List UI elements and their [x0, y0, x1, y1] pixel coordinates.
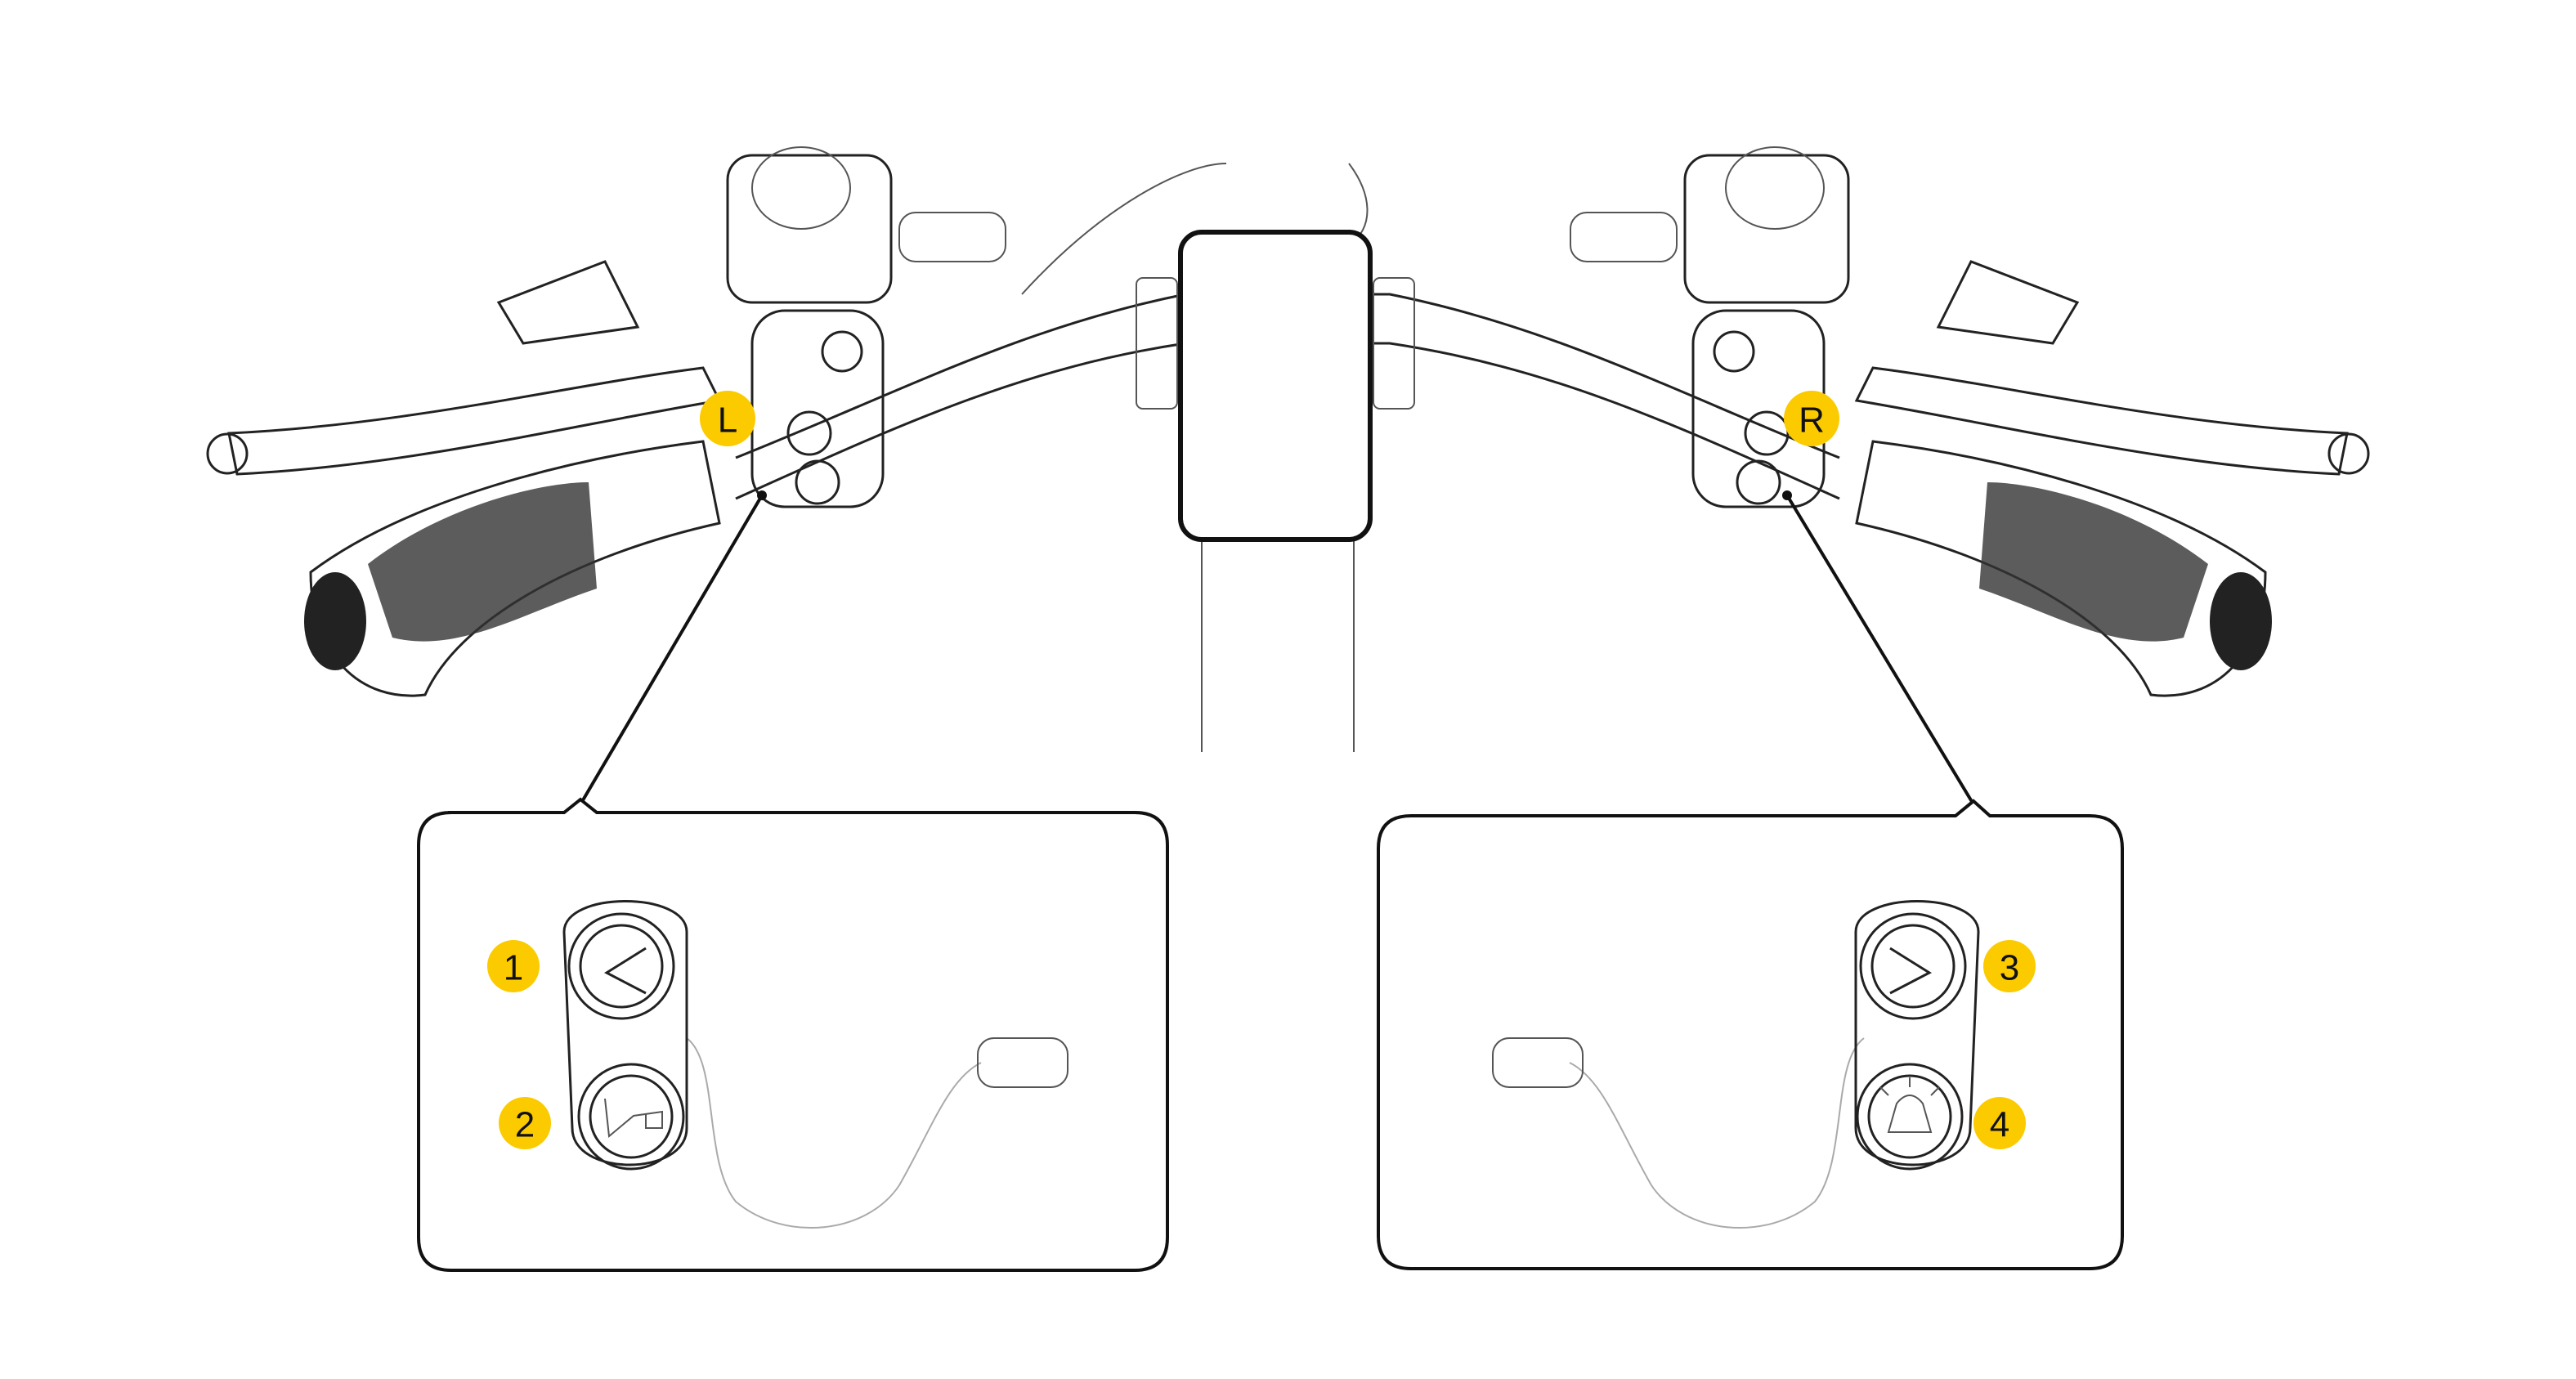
right-detail-panel: 3 4: [1377, 799, 2124, 1270]
horn-icon: [604, 1098, 663, 1138]
headlight-button: [1856, 1063, 1964, 1171]
headlight-badge: 4: [1973, 1097, 2026, 1149]
left-turn-number: 1: [504, 948, 523, 988]
right-arrow-icon: [1889, 947, 1933, 995]
display: [1136, 230, 1415, 542]
right-side-label: R: [1799, 401, 1825, 441]
right-leader-line: [1782, 490, 1975, 806]
left-side-badge: L: [700, 391, 755, 446]
left-turn-badge: 1: [487, 940, 540, 992]
left-turn-button: [567, 912, 675, 1020]
right-side-badge: R: [1784, 391, 1839, 446]
left-leader-line: [579, 490, 767, 806]
left-arrow-icon: [603, 947, 647, 995]
right-turn-button: [1859, 912, 1967, 1020]
headlight-icon: [1879, 1077, 1940, 1133]
horn-badge: 2: [499, 1097, 551, 1149]
left-switch-housing: [750, 309, 885, 508]
right-turn-badge: 3: [1983, 940, 2036, 992]
right-grip: [1855, 440, 2272, 697]
horn-button: [577, 1063, 685, 1171]
left-brake-lever: [206, 146, 1006, 476]
right-brake-lever: [1570, 146, 2370, 476]
stem: [1201, 540, 1355, 752]
left-side-label: L: [718, 401, 737, 441]
headlight-number: 4: [1990, 1105, 2009, 1145]
horn-number: 2: [515, 1105, 535, 1145]
right-turn-number: 3: [2000, 948, 2019, 988]
left-detail-panel: 1 2: [417, 797, 1169, 1272]
left-grip: [304, 440, 721, 697]
